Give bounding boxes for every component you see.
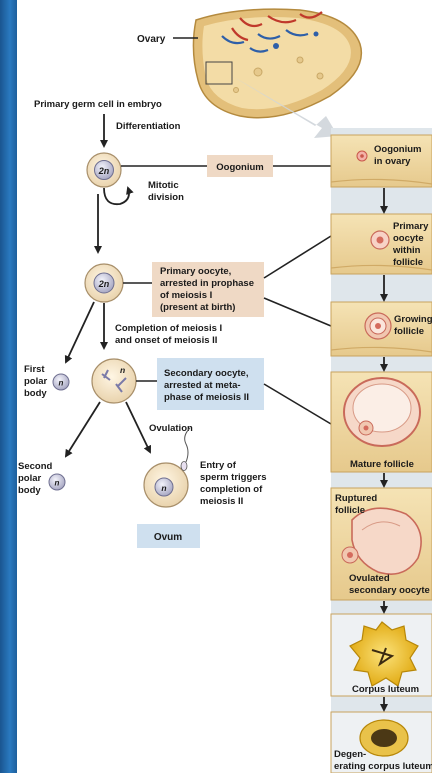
svg-text:follicle: follicle: [335, 505, 365, 516]
ovum-label: Ovum: [154, 532, 182, 543]
svg-text:Mitotic: Mitotic: [148, 180, 179, 191]
stage-mature-follicle-label: Mature follicle: [350, 459, 414, 470]
secondary-oocyte-label: Secondary oocyte, arrested at meta- phas…: [164, 368, 249, 403]
polar-n-label-1: n: [59, 379, 64, 388]
svg-text:Growing: Growing: [394, 314, 432, 325]
svg-text:First: First: [24, 364, 45, 375]
svg-text:body: body: [24, 388, 47, 399]
mitotic-division-label: Mitotic division: [148, 180, 184, 203]
svg-text:Degen-: Degen-: [334, 749, 366, 760]
svg-text:Entry of: Entry of: [200, 460, 237, 471]
primary-oocyte-to-panel2: [264, 236, 331, 278]
svg-text:(present at birth): (present at birth): [160, 302, 235, 313]
secondary-oocyte-cell: [92, 359, 136, 403]
first-polar-body-label: First polar body: [24, 364, 48, 399]
sperm-icon: [181, 428, 190, 471]
svg-text:Primary oocyte,: Primary oocyte,: [160, 266, 231, 277]
completion-meiosis-label: Completion of meiosis I and onset of mei…: [115, 323, 222, 346]
mitotic-loop-arrow: [104, 188, 129, 204]
svg-text:arrested at meta-: arrested at meta-: [164, 380, 241, 391]
svg-text:in ovary: in ovary: [374, 156, 411, 167]
ovum-n-label: n: [161, 483, 166, 493]
differentiation-label: Differentiation: [116, 121, 181, 132]
svg-text:secondary oocyte: secondary oocyte: [349, 585, 430, 596]
sperm-entry-label: Entry of sperm triggers completion of me…: [200, 460, 267, 507]
ovary-illustration: [193, 9, 361, 138]
svg-text:Second: Second: [18, 461, 53, 472]
svg-text:Secondary oocyte,: Secondary oocyte,: [164, 368, 248, 379]
svg-text:follicle: follicle: [394, 326, 424, 337]
svg-text:arrested in prophase: arrested in prophase: [160, 278, 254, 289]
svg-text:Oogonium: Oogonium: [374, 144, 422, 155]
primary-germ-cell-label: Primary germ cell in embryo: [34, 99, 162, 110]
svg-text:phase of meiosis II: phase of meiosis II: [164, 392, 249, 403]
polar-n-label-2: n: [55, 479, 60, 488]
cell-2n-label-b: 2n: [98, 279, 110, 289]
svg-text:erating corpus luteum: erating corpus luteum: [334, 761, 432, 772]
oogonium-label: Oogonium: [216, 162, 264, 173]
svg-text:and onset of meiosis II: and onset of meiosis II: [115, 335, 217, 346]
svg-text:Ovulated: Ovulated: [349, 573, 390, 584]
svg-text:Primary: Primary: [393, 221, 429, 232]
svg-text:polar: polar: [24, 376, 48, 387]
ovary-label: Ovary: [137, 34, 166, 45]
svg-text:of meiosis I: of meiosis I: [160, 290, 212, 301]
second-polar-body-label: Second polar body: [18, 461, 53, 496]
cell-2n-label-a: 2n: [98, 166, 110, 176]
first-polar-body-arrow: [66, 302, 94, 362]
svg-text:follicle: follicle: [393, 257, 423, 268]
svg-text:polar: polar: [18, 473, 42, 484]
svg-text:sperm triggers: sperm triggers: [200, 472, 267, 483]
primary-oocyte-to-panel3: [264, 298, 331, 326]
svg-text:Ruptured: Ruptured: [335, 493, 377, 504]
svg-text:Completion of meiosis I: Completion of meiosis I: [115, 323, 222, 334]
oocyte-n-label: n: [120, 365, 125, 375]
svg-text:oocyte: oocyte: [393, 233, 424, 244]
svg-text:division: division: [148, 192, 184, 203]
second-polar-body-arrow: [66, 402, 100, 456]
stage-corpus-luteum-label: Corpus luteum: [352, 684, 419, 695]
svg-text:meiosis II: meiosis II: [200, 496, 243, 507]
panel-mature-follicle: [331, 372, 432, 472]
ovulation-arrow: [126, 402, 150, 452]
svg-text:body: body: [18, 485, 41, 496]
secondary-oocyte-to-panel4: [264, 384, 331, 424]
svg-text:within: within: [392, 245, 421, 256]
svg-text:completion of: completion of: [200, 484, 263, 495]
